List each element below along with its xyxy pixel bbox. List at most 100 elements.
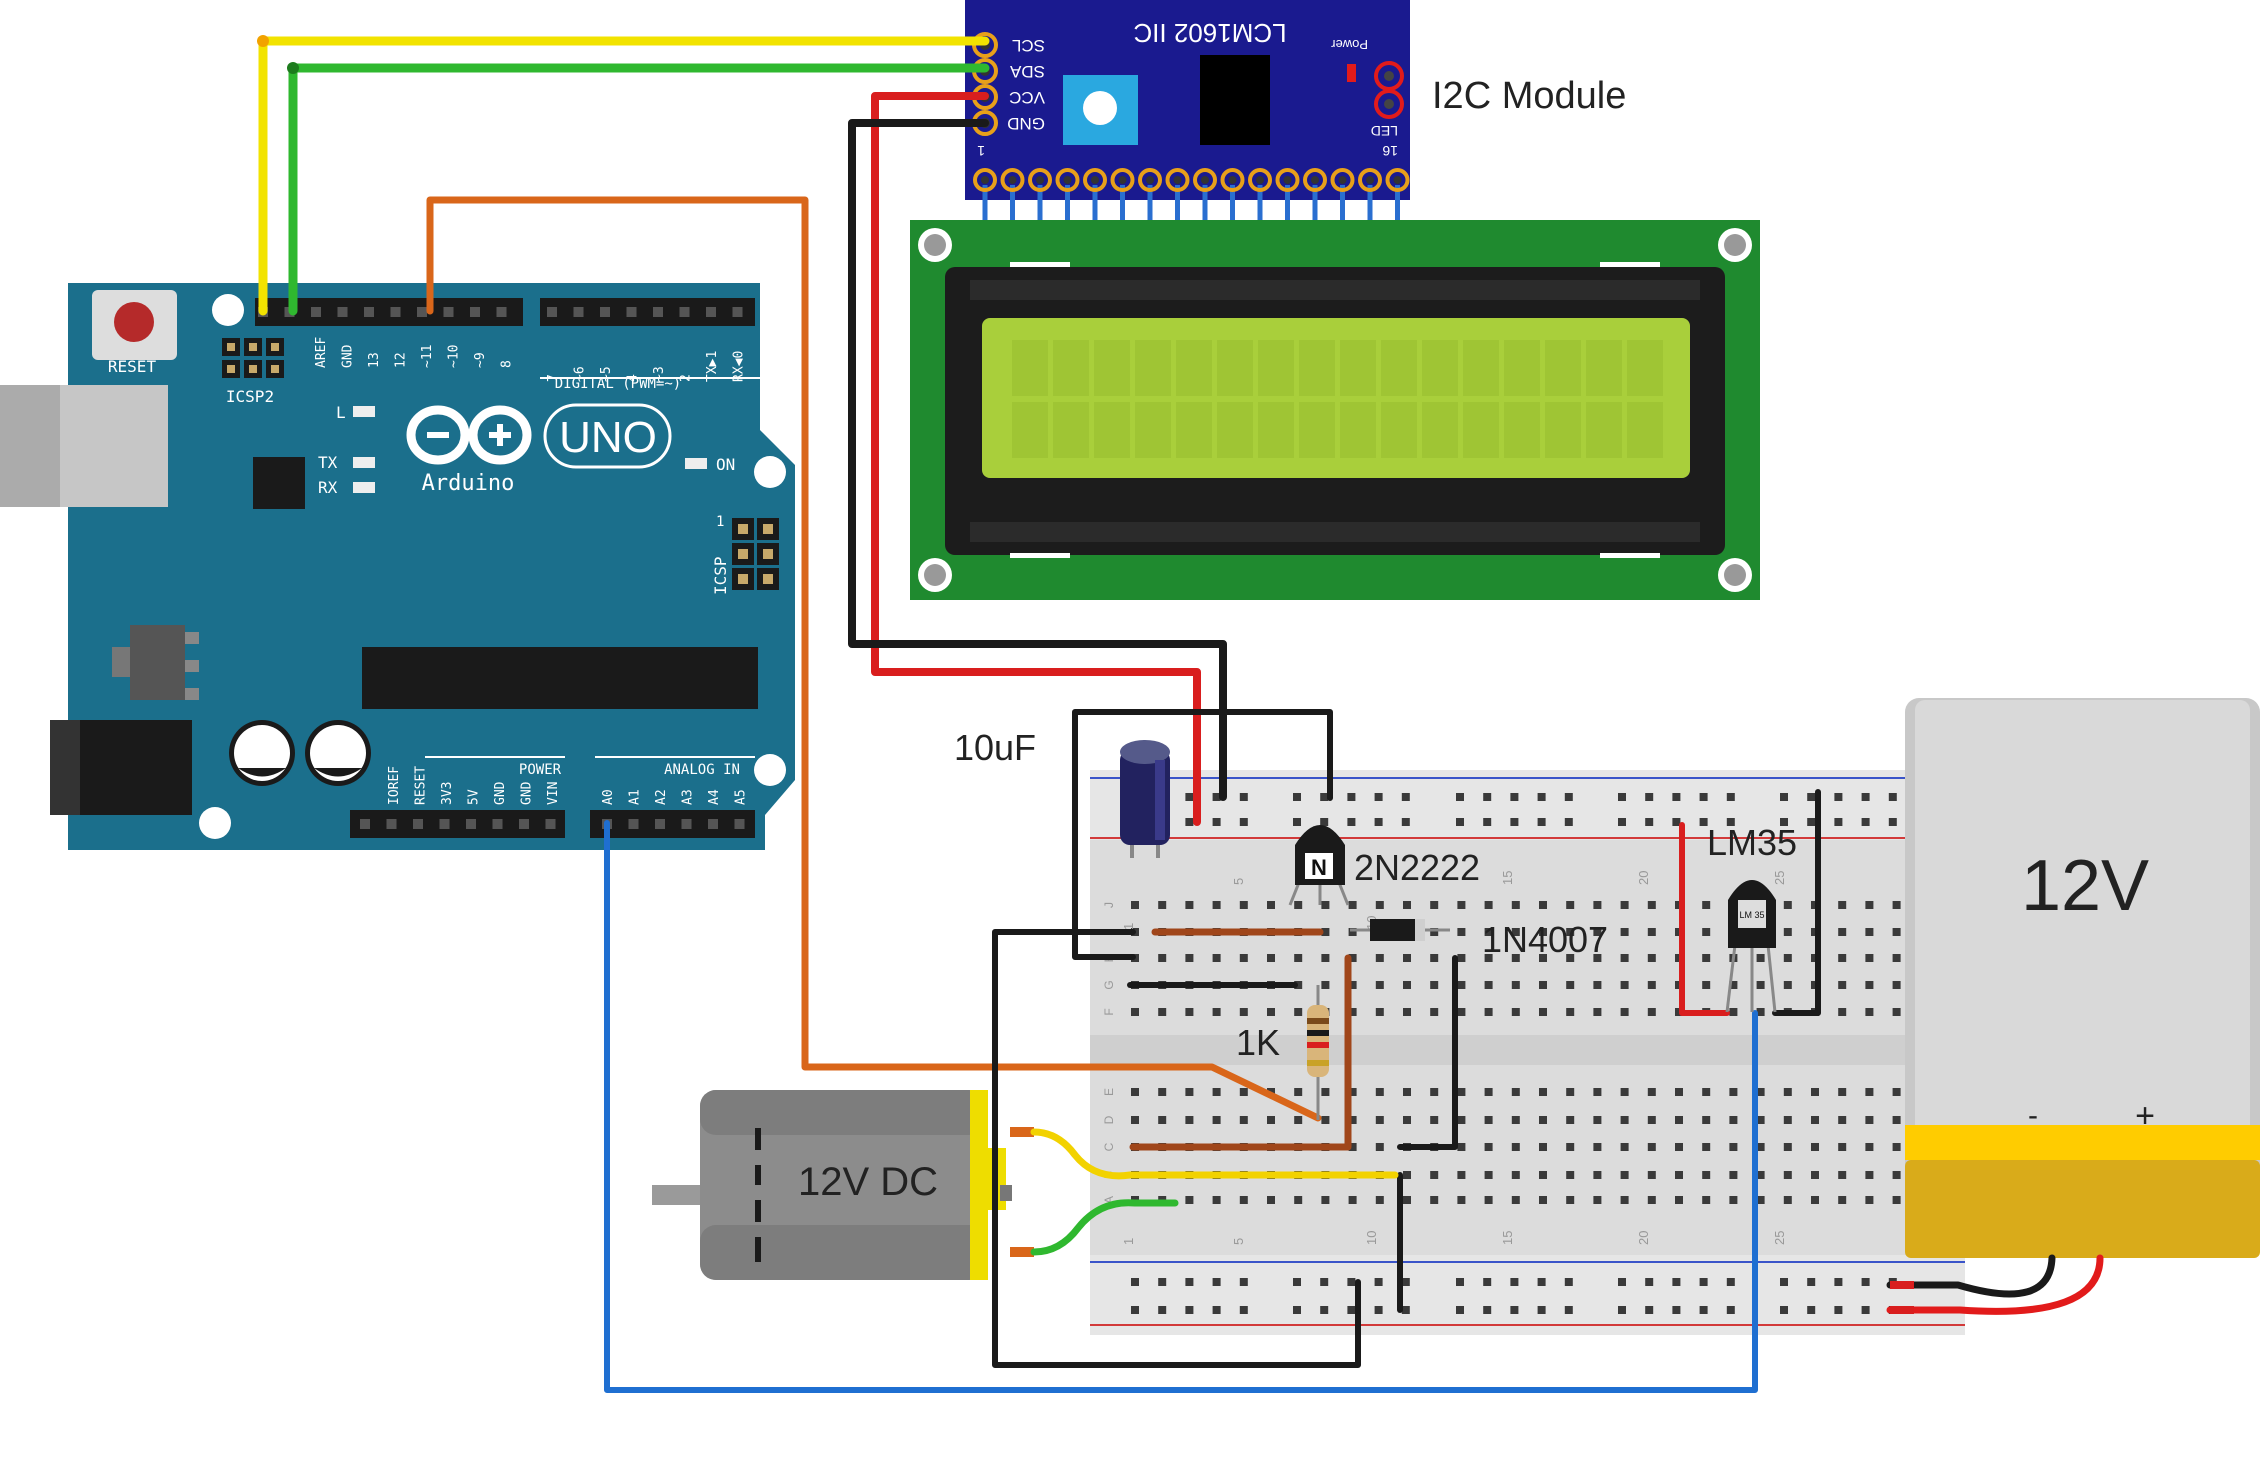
led-label: LED	[1371, 123, 1398, 139]
breadboard-hole	[1321, 928, 1330, 936]
breadboard-hole	[1702, 1143, 1711, 1151]
breadboard-rail-hole	[1293, 793, 1301, 801]
breadboard-rail-hole	[1483, 1278, 1492, 1286]
breadboard-hole	[1892, 1008, 1901, 1016]
breadboard-hole	[1212, 1008, 1221, 1016]
breadboard-rail-hole	[1347, 793, 1356, 801]
breadboard-hole	[1430, 928, 1439, 936]
digital-pin-label: 8	[500, 360, 515, 368]
breadboard-hole	[1484, 1143, 1493, 1151]
breadboard-hole	[1539, 1171, 1547, 1179]
header-pin	[1138, 168, 1162, 192]
breadboard-hole	[1675, 1116, 1683, 1124]
power-pin-label: 3V3	[440, 782, 455, 805]
digital-pin	[600, 307, 610, 317]
reset-button[interactable]	[114, 302, 154, 342]
breadboard-hole	[1430, 1116, 1439, 1124]
breadboard-hole	[1756, 1196, 1765, 1204]
i2c-chip	[1200, 55, 1270, 145]
header-pin	[1275, 168, 1300, 192]
digital-pin-label: ~9	[473, 352, 488, 368]
breadboard-rail-hole	[1834, 793, 1843, 801]
icsp2-pin-pad	[227, 365, 235, 373]
breadboard-rail-hole	[1456, 1278, 1464, 1286]
analog-pin-label: A3	[681, 789, 696, 805]
breadboard-hole	[1729, 1143, 1738, 1151]
lcd-cell	[1053, 340, 1089, 396]
breadboard-hole	[1131, 1008, 1139, 1016]
wire-pwm-11	[426, 196, 1322, 1122]
breadboard-rail-hole	[1537, 818, 1546, 826]
breadboard-hole	[1484, 1116, 1493, 1124]
transistor-2n2222: N 2N2222	[1288, 825, 1480, 906]
breadboard-hole	[1375, 1143, 1384, 1151]
breadboard-hole	[1484, 981, 1493, 989]
breadboard-hole	[1647, 1171, 1656, 1179]
lcd-cell	[1258, 402, 1294, 458]
breadboard-rail-hole	[1293, 1306, 1301, 1314]
breadboard-hole	[1321, 1088, 1330, 1096]
breadboard-hole	[1348, 1008, 1357, 1016]
breadboard-hole	[1430, 1008, 1439, 1016]
header-pin	[1385, 168, 1410, 192]
breadboard-hole	[1267, 1196, 1275, 1204]
lcd-cell	[1381, 402, 1417, 458]
header-pin	[1248, 168, 1272, 192]
header-pin-hole	[1228, 176, 1237, 184]
lcd-cell	[1135, 340, 1171, 396]
resistor-label: 1K	[1236, 1022, 1280, 1063]
breadboard-rail-hole	[1780, 818, 1788, 826]
wire-sda	[288, 63, 990, 316]
power-pin	[439, 819, 450, 829]
icsp2-pin-pad	[249, 365, 257, 373]
breadboard-hole	[1756, 1143, 1765, 1151]
breadboard-hole	[1484, 928, 1493, 936]
breadboard-hole	[1239, 901, 1248, 909]
breadboard-hole	[1675, 1171, 1683, 1179]
breadboard-rail-hole	[1645, 1278, 1654, 1286]
pin-sda-label: SDA	[1009, 62, 1045, 81]
col-number: 1	[1121, 923, 1136, 930]
breadboard-hole	[1593, 1196, 1602, 1204]
battery-minus-label: -	[2028, 1099, 2038, 1132]
pin16-label: 16	[1382, 143, 1398, 159]
breadboard-hole	[1457, 1008, 1466, 1016]
icsp2-pin-pad	[271, 365, 279, 373]
breadboard-hole	[1593, 901, 1602, 909]
breadboard-hole	[1566, 1143, 1575, 1151]
breadboard-hole	[1484, 1171, 1493, 1179]
breadboard-hole	[1539, 901, 1547, 909]
breadboard-rail-hole	[1564, 818, 1573, 826]
lcd-cell	[1012, 340, 1048, 396]
breadboard-hole	[1457, 901, 1466, 909]
breadboard-rail-hole	[1239, 1278, 1248, 1286]
breadboard-rail-hole	[1483, 793, 1492, 801]
breadboard-hole	[1511, 1143, 1520, 1151]
breadboard-rail-hole	[1374, 818, 1383, 826]
lcd-cell	[1053, 402, 1089, 458]
breadboard-hole	[1294, 1008, 1303, 1016]
breadboard-hole	[1783, 1143, 1792, 1151]
power-pin	[413, 819, 423, 829]
breadboard-hole	[1457, 1196, 1466, 1204]
icsp-pin-pad	[763, 524, 773, 534]
digital-pin	[706, 307, 716, 317]
breadboard-rail-hole	[1807, 818, 1816, 826]
breadboard-hole	[1702, 901, 1711, 909]
breadboard-hole	[1294, 1196, 1303, 1204]
breadboard-hole	[1511, 901, 1520, 909]
digital-pin-label: 13	[367, 352, 382, 368]
digital-pin	[390, 307, 401, 317]
breadboard-hole	[1838, 1116, 1847, 1124]
breadboard-rail-hole	[1699, 1306, 1708, 1314]
transistor-label: 2N2222	[1354, 847, 1480, 888]
breadboard-hole	[1511, 1196, 1520, 1204]
breadboard-rail-hole	[1401, 1306, 1410, 1314]
breadboard-hole	[1484, 1008, 1493, 1016]
breadboard-hole	[1375, 901, 1384, 909]
breadboard-hole	[1403, 1196, 1411, 1204]
analog-pin	[734, 819, 745, 829]
lcd-cell	[1504, 340, 1540, 396]
digital-pin	[679, 307, 690, 317]
